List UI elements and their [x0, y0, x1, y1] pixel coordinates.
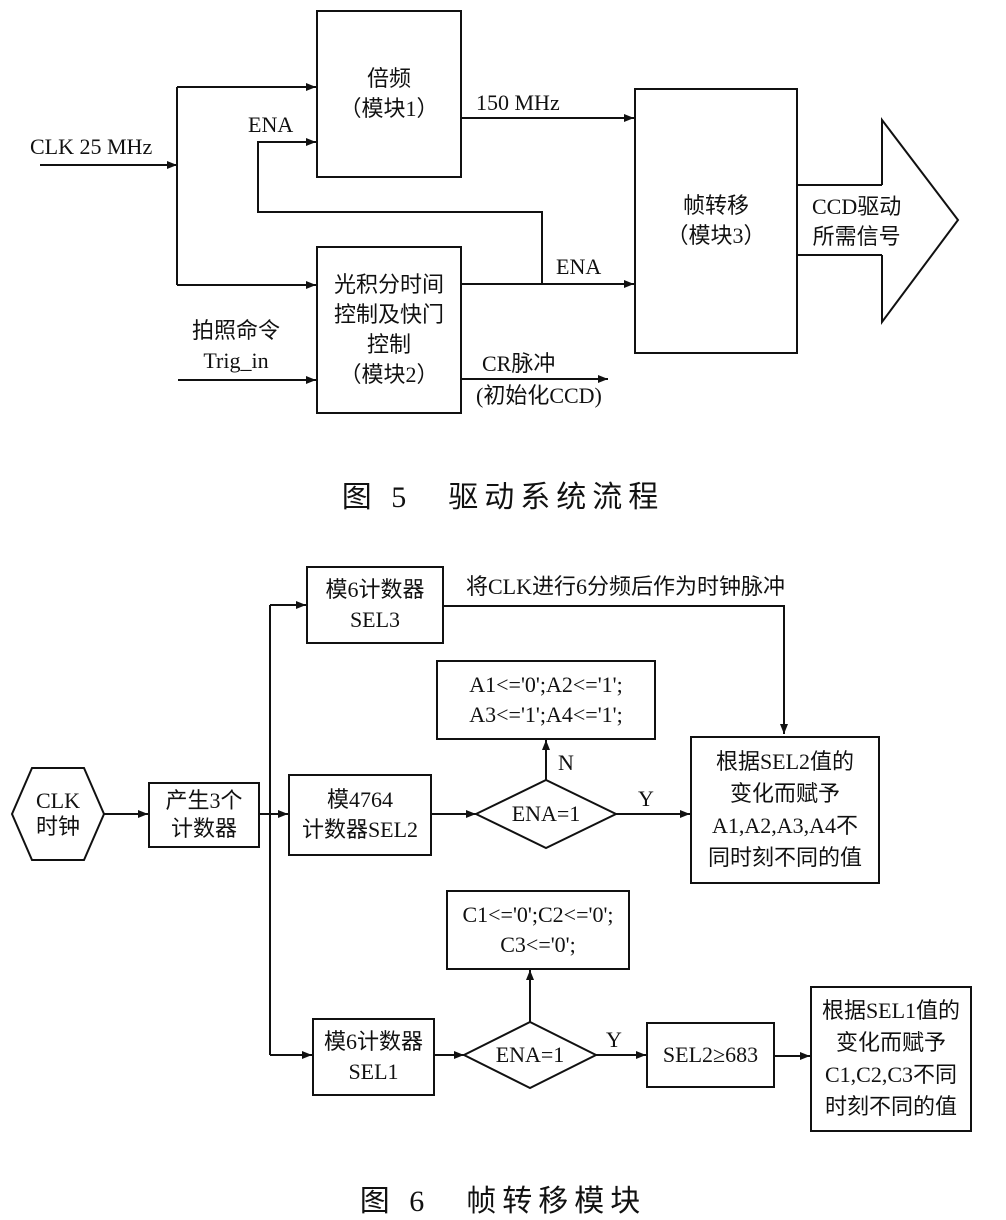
- module3-box: 帧转移 （模块3）: [634, 88, 798, 354]
- trig-line-1: 拍照命令: [192, 318, 281, 343]
- module1-subtitle: （模块1）: [339, 96, 439, 121]
- c-result-line-1: 根据SEL1值的: [821, 998, 961, 1023]
- module2-box: 光积分时间 控制及快门 控制 （模块2）: [316, 246, 462, 414]
- a-result-line-2: 变化而赋予: [729, 781, 840, 806]
- module3-subtitle: （模块3）: [666, 223, 766, 248]
- ena-diamond-1: [473, 778, 619, 850]
- freq-150mhz-label: 150 MHz: [476, 90, 560, 115]
- output-line-2: 所需信号: [812, 224, 901, 249]
- clk-hex-line-1: CLK: [36, 788, 80, 813]
- cr-pulse-line-1: CR脉冲: [482, 351, 556, 376]
- sel2-counter-box: 模4764 计数器SEL2: [288, 774, 432, 856]
- figure6-caption: 图 6 帧转移模块: [359, 1185, 647, 1218]
- sel3-line-1: 模6计数器: [325, 577, 425, 602]
- trig-label: 拍照命令 Trig_in: [192, 316, 280, 376]
- sel3-to-aresult-arrow: [444, 605, 788, 734]
- a-assign-line-2: A3<='1';A4<='1';: [469, 702, 623, 727]
- module1-box: 倍频 （模块1）: [316, 10, 462, 178]
- c-result-line-2: 变化而赋予: [835, 1030, 946, 1055]
- sel1-line-2: SEL1: [348, 1059, 399, 1084]
- sel1-counter-box: 模6计数器 SEL1: [312, 1018, 435, 1096]
- ena-feedback-arrow: [257, 138, 543, 284]
- clk-hexagon: [10, 767, 106, 861]
- output-arrow-head: [881, 117, 960, 326]
- trig-line-2: Trig_in: [203, 348, 269, 373]
- ena-diamond-1-text: ENA=1: [511, 801, 581, 826]
- output-arrow-text: CCD驱动 所需信号: [812, 192, 901, 252]
- ena-diamond-2: [461, 1020, 599, 1090]
- sel2-line-2: 计数器SEL2: [301, 817, 419, 842]
- c-result-box: 根据SEL1值的 变化而赋予 C1,C2,C3不同 时刻不同的值: [810, 986, 972, 1132]
- sel2-condition-box: SEL2≥683: [646, 1022, 775, 1088]
- generate-counters-box: 产生3个 计数器: [148, 782, 260, 848]
- figure5-caption: 图 5 驱动系统流程: [341, 481, 665, 514]
- y-branch-label-1: Y: [638, 786, 654, 811]
- c-result-line-4: 时刻不同的值: [824, 1094, 957, 1119]
- a-assign-line-1: A1<='0';A2<='1';: [469, 672, 623, 697]
- ena-feedback-label: ENA: [248, 112, 294, 137]
- a-result-box: 根据SEL2值的 变化而赋予 A1,A2,A3,A4不 同时刻不同的值: [690, 736, 880, 884]
- a-result-line-1: 根据SEL2值的: [715, 749, 855, 774]
- gen-line-2: 计数器: [170, 816, 237, 841]
- clk-25mhz-label: CLK 25 MHz: [30, 134, 153, 159]
- cr-pulse-label: CR脉冲 (初始化CCD): [476, 348, 602, 412]
- output-line-1: CCD驱动: [812, 194, 902, 219]
- a-result-line-4: 同时刻不同的值: [707, 845, 862, 870]
- ena-mod3-label: ENA: [556, 254, 602, 279]
- clk-hexagon-text: CLK 时钟: [20, 788, 96, 840]
- gen-line-1: 产生3个: [165, 788, 243, 813]
- c-assign-line-1: C1<='0';C2<='0';: [462, 902, 614, 927]
- c-assign-box: C1<='0';C2<='0'; C3<='0';: [446, 890, 630, 970]
- module2-line-2: 控制及快门: [333, 302, 444, 327]
- c-result-line-3: C1,C2,C3不同: [824, 1062, 958, 1087]
- ena-diamond-2-text: ENA=1: [495, 1042, 565, 1067]
- y-branch-label-2: Y: [606, 1027, 622, 1052]
- module2-line-3: 控制: [366, 332, 411, 357]
- sel1-line-1: 模6计数器: [323, 1029, 423, 1054]
- module2-line-1: 光积分时间: [333, 272, 444, 297]
- sel3-counter-box: 模6计数器 SEL3: [306, 566, 444, 644]
- a-assign-box: A1<='0';A2<='1'; A3<='1';A4<='1';: [436, 660, 656, 740]
- sel3-line-2: SEL3: [349, 607, 401, 632]
- clk-hex-line-2: 时钟: [35, 814, 80, 839]
- n-branch-label: N: [558, 750, 574, 775]
- c-assign-line-2: C3<='0';: [500, 932, 576, 957]
- sel3-note-label: 将CLK进行6分频后作为时钟脉冲: [466, 574, 786, 599]
- module2-line-4: （模块2）: [339, 362, 439, 387]
- module3-title: 帧转移: [682, 193, 749, 218]
- a-result-line-3: A1,A2,A3,A4不: [711, 813, 859, 838]
- cr-pulse-line-2: (初始化CCD): [476, 383, 602, 408]
- sel2-line-1: 模4764: [326, 787, 393, 812]
- module1-title: 倍频: [366, 66, 411, 91]
